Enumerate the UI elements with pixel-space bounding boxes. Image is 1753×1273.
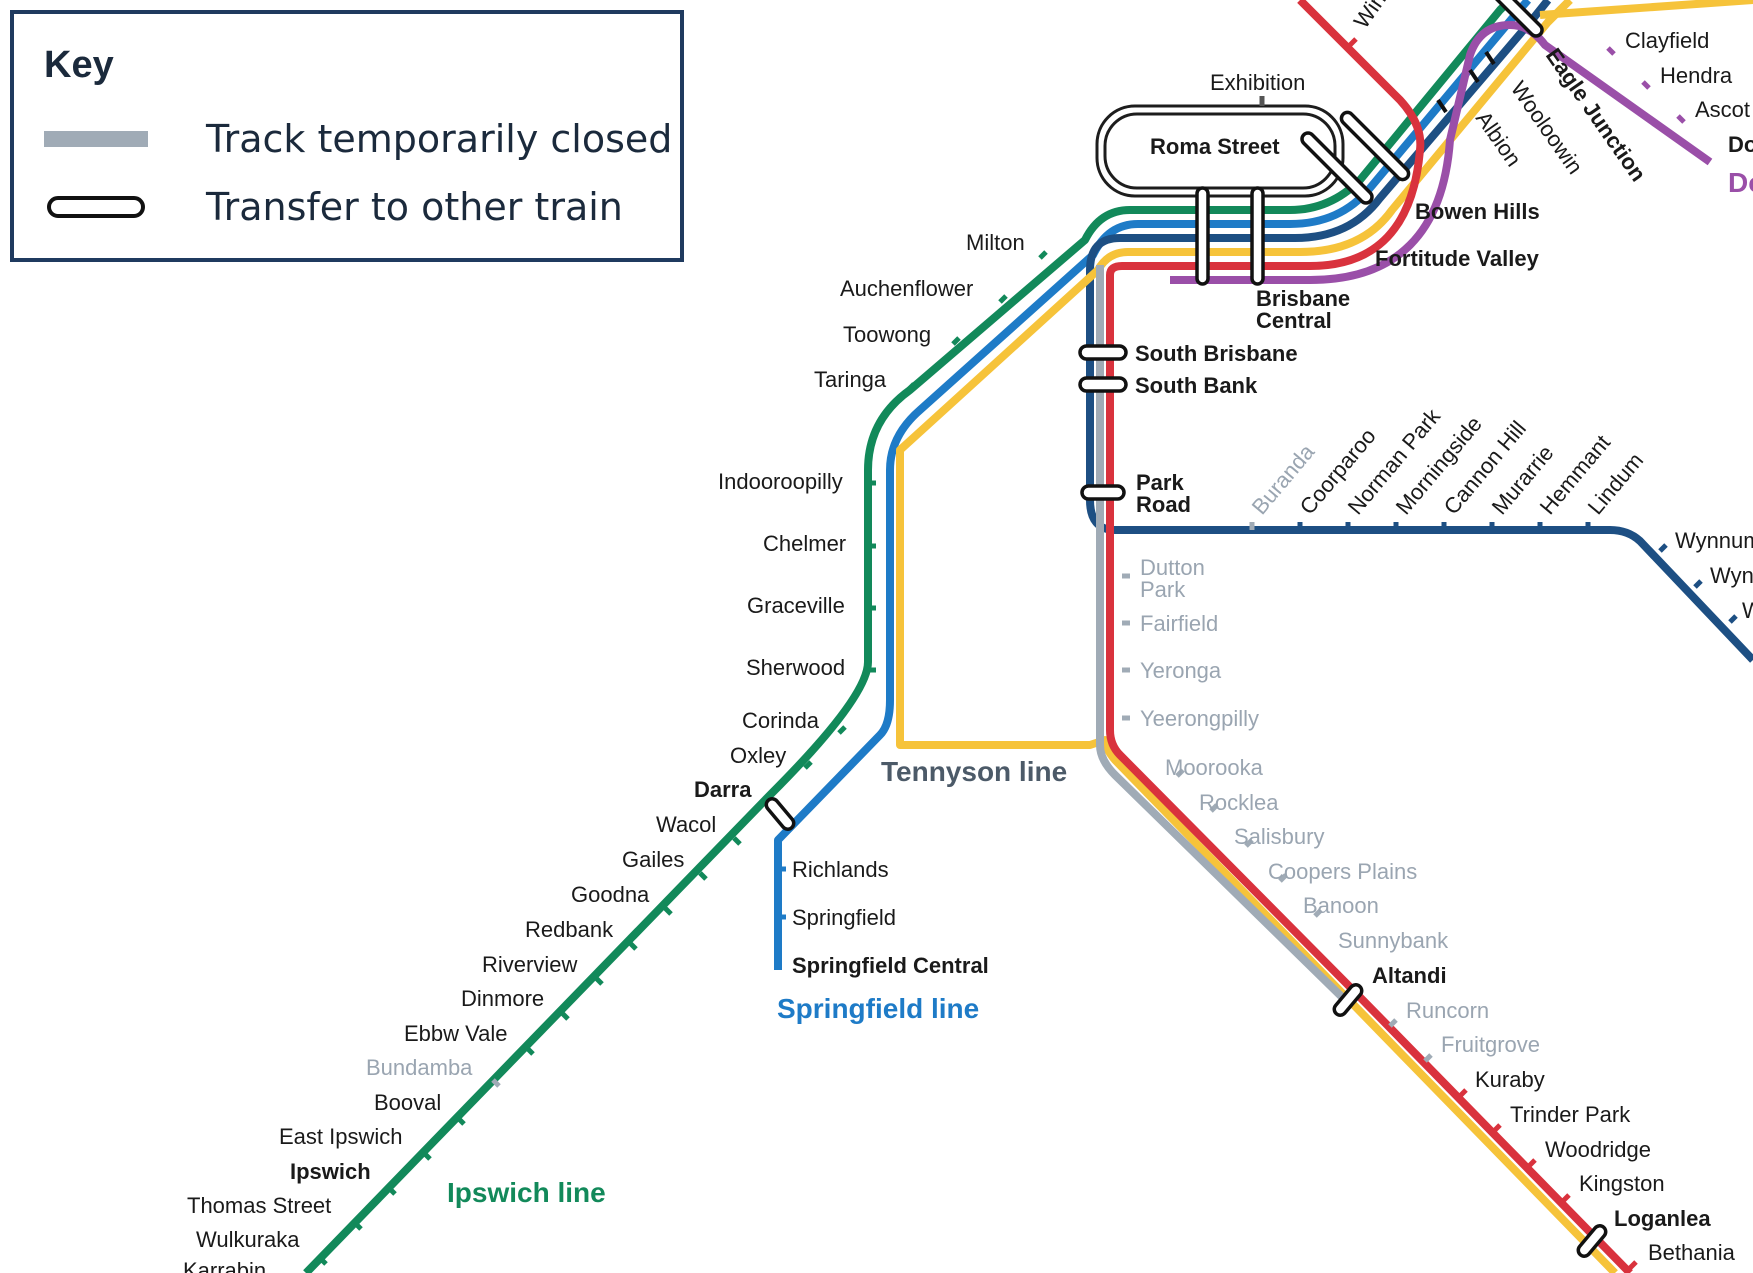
station-karrabin: Karrabin bbox=[183, 1258, 266, 1273]
station-fruitgrove: Fruitgrove bbox=[1441, 1032, 1540, 1057]
doomben-line-label: Do bbox=[1728, 167, 1753, 198]
station-bethania: Bethania bbox=[1648, 1240, 1736, 1265]
station-dinmore: Dinmore bbox=[461, 986, 544, 1011]
transfer-south-brisbane bbox=[1078, 344, 1128, 361]
station-bowen-hills: Bowen Hills bbox=[1415, 199, 1540, 224]
station-south-brisbane: South Brisbane bbox=[1135, 341, 1298, 366]
station-rocklea: Rocklea bbox=[1199, 790, 1279, 815]
station-park-road-1: Park bbox=[1136, 470, 1184, 495]
station-kuraby: Kuraby bbox=[1475, 1067, 1545, 1092]
station-booval: Booval bbox=[374, 1090, 441, 1115]
beenleigh-line-track bbox=[1106, 0, 1633, 1273]
station-bundamba: Bundamba bbox=[366, 1055, 473, 1080]
transfer-fortitude-valley bbox=[1300, 131, 1374, 205]
station-thomas-street: Thomas Street bbox=[187, 1193, 331, 1218]
station-south-bank: South Bank bbox=[1135, 373, 1258, 398]
station-dutton-park-2: Park bbox=[1140, 577, 1186, 602]
station-loganlea: Loganlea bbox=[1614, 1206, 1711, 1231]
station-darra: Darra bbox=[694, 777, 752, 802]
line-label-ipswich: Ipswich line bbox=[447, 1177, 606, 1208]
station-kingston: Kingston bbox=[1579, 1171, 1665, 1196]
station-oxley: Oxley bbox=[730, 743, 786, 768]
legend-key: Key Track temporarily closed Transfer to… bbox=[10, 10, 684, 262]
station-springfield: Springfield bbox=[792, 905, 896, 930]
station-fortitude-valley: Fortitude Valley bbox=[1375, 246, 1540, 271]
station-fairfield: Fairfield bbox=[1140, 611, 1218, 636]
station-gailes: Gailes bbox=[622, 847, 684, 872]
station-springfield-central: Springfield Central bbox=[792, 953, 989, 978]
legend-closed-label: Track temporarily closed bbox=[206, 117, 673, 161]
station-ipswich: Ipswich bbox=[290, 1159, 371, 1184]
station-hendra: Hendra bbox=[1660, 63, 1733, 88]
station-sunnybank: Sunnybank bbox=[1338, 928, 1449, 953]
station-chelmer: Chelmer bbox=[763, 531, 846, 556]
station-trinder-park: Trinder Park bbox=[1510, 1102, 1631, 1127]
station-roma-street: Roma Street bbox=[1150, 134, 1280, 159]
station-richlands: Richlands bbox=[792, 857, 889, 882]
transfer-eagle-junction bbox=[1480, 0, 1544, 38]
doomben-ext bbox=[1539, 0, 1753, 19]
station-milton: Milton bbox=[966, 230, 1025, 255]
transfer-loganlea bbox=[1576, 1224, 1608, 1258]
station-wynnum-central: W bbox=[1742, 598, 1753, 623]
transfer-south-bank bbox=[1078, 376, 1128, 393]
transfer-darra bbox=[764, 797, 796, 831]
ipswich-line-track bbox=[303, 0, 1513, 1273]
station-brisbane-central-2: Central bbox=[1256, 308, 1332, 333]
legend-transfer-label: Transfer to other train bbox=[206, 185, 623, 229]
legend-row-transfer: Transfer to other train bbox=[44, 182, 623, 232]
station-doomben: Do bbox=[1728, 132, 1753, 157]
transfer-brisbane-central-a bbox=[1195, 186, 1210, 286]
station-dutton-park-1: Dutton bbox=[1140, 555, 1205, 580]
closed-track-south bbox=[1096, 265, 1348, 1003]
station-altandi: Altandi bbox=[1372, 963, 1447, 988]
closed-track-swatch bbox=[44, 131, 148, 147]
station-toowong: Toowong bbox=[843, 322, 931, 347]
line-label-springfield: Springfield line bbox=[777, 993, 979, 1024]
station-coopers-plains: Coopers Plains bbox=[1268, 859, 1417, 884]
station-goodna: Goodna bbox=[571, 882, 650, 907]
station-wynnum: Wyn bbox=[1710, 563, 1753, 588]
transfer-park-road bbox=[1080, 484, 1126, 501]
station-corinda: Corinda bbox=[742, 708, 820, 733]
station-graceville: Graceville bbox=[747, 593, 845, 618]
station-taringa: Taringa bbox=[814, 367, 887, 392]
station-wynnum-north: Wynnum bbox=[1675, 528, 1753, 553]
station-yeerongpilly: Yeerongpilly bbox=[1140, 706, 1259, 731]
cleveland-line-track bbox=[1086, 0, 1753, 663]
station-yeronga: Yeronga bbox=[1140, 658, 1222, 683]
station-salisbury: Salisbury bbox=[1234, 824, 1324, 849]
transfer-brisbane-central-b bbox=[1250, 186, 1265, 286]
station-wulkuraka: Wulkuraka bbox=[196, 1227, 300, 1252]
station-redbank: Redbank bbox=[525, 917, 614, 942]
station-runcorn: Runcorn bbox=[1406, 998, 1489, 1023]
transfer-icon bbox=[47, 196, 145, 218]
station-albion: Albion bbox=[1471, 107, 1527, 171]
station-riverview: Riverview bbox=[482, 952, 577, 977]
legend-title: Key bbox=[44, 44, 114, 86]
station-ebbw-vale: Ebbw Vale bbox=[404, 1021, 508, 1046]
line-label-tennyson: Tennyson line bbox=[881, 756, 1067, 787]
legend-row-closed: Track temporarily closed bbox=[44, 114, 672, 164]
station-eagle-junction: Eagle Junction bbox=[1541, 44, 1651, 187]
station-wacol: Wacol bbox=[656, 812, 716, 837]
station-exhibition: Exhibition bbox=[1210, 70, 1305, 95]
station-sherwood: Sherwood bbox=[746, 655, 845, 680]
station-east-ipswich: East Ipswich bbox=[279, 1124, 403, 1149]
station-banoon: Banoon bbox=[1303, 893, 1379, 918]
station-auchenflower: Auchenflower bbox=[840, 276, 973, 301]
station-indooroopilly: Indooroopilly bbox=[718, 469, 843, 494]
station-brisbane-central-1: Brisbane bbox=[1256, 286, 1350, 311]
tennyson-line-track bbox=[896, 0, 1618, 1273]
transfer-bowen-hills bbox=[1339, 110, 1411, 182]
station-clayfield: Clayfield bbox=[1625, 28, 1709, 53]
station-ascot: Ascot bbox=[1695, 97, 1750, 122]
station-woodridge: Woodridge bbox=[1545, 1137, 1651, 1162]
station-moorooka: Moorooka bbox=[1165, 755, 1264, 780]
station-windsor: Windsor bbox=[1349, 0, 1416, 33]
station-park-road-2: Road bbox=[1136, 492, 1191, 517]
transfer-altandi bbox=[1332, 983, 1364, 1017]
